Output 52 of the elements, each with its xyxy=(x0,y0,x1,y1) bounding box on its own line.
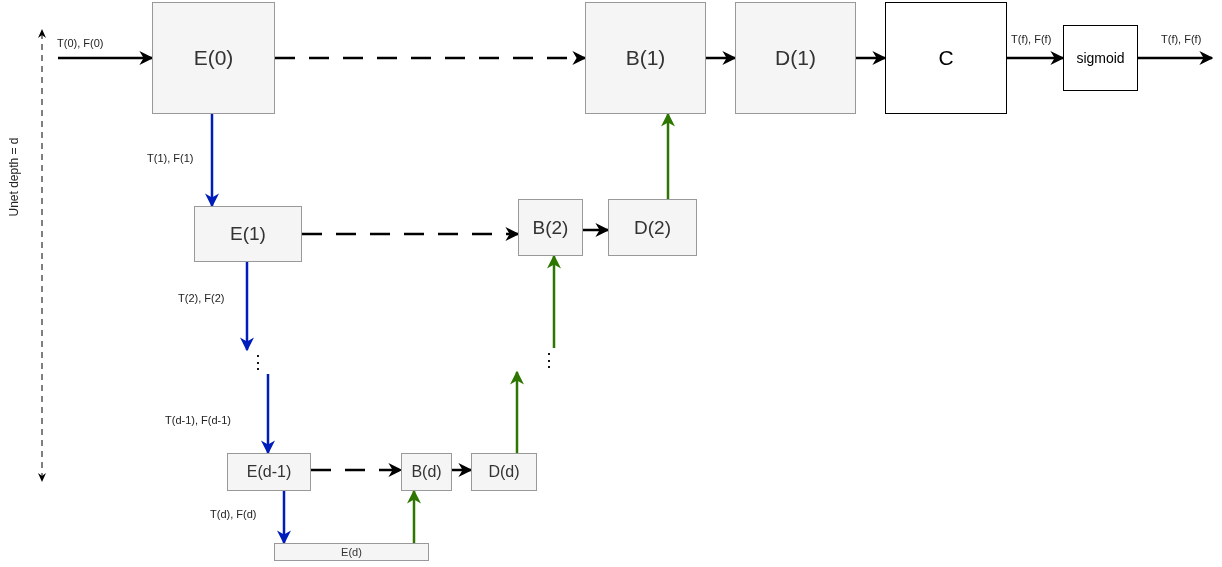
process-box xyxy=(471,453,537,491)
box-label: C xyxy=(938,46,954,70)
arrow xyxy=(58,51,154,65)
box-label: D(2) xyxy=(634,216,671,239)
box-label: E(1) xyxy=(230,223,266,245)
arrow xyxy=(1138,51,1214,65)
continuation-dots: ⋮ xyxy=(244,350,272,374)
edge-label: T(d-1), F(d-1) xyxy=(164,414,232,427)
arrow xyxy=(302,227,520,241)
arrow xyxy=(277,491,291,545)
edge-label: T(d), F(d) xyxy=(209,508,258,521)
arrow xyxy=(1007,51,1065,65)
box-label: E(d-1) xyxy=(246,463,292,481)
box-label: D(1) xyxy=(775,46,816,70)
edge-label: T(f), F(f) xyxy=(1160,33,1203,46)
box-label: B(1) xyxy=(625,46,666,70)
process-box xyxy=(735,2,856,114)
arrow xyxy=(311,463,403,477)
arrow xyxy=(583,223,610,237)
arrow xyxy=(547,254,561,348)
axis-label: Unet depth = d xyxy=(6,137,21,217)
process-box xyxy=(227,453,311,491)
process-box xyxy=(401,453,452,491)
box-label: B(2) xyxy=(532,216,569,239)
arrow xyxy=(510,370,524,453)
process-box xyxy=(1063,25,1138,91)
edge-label: T(2), F(2) xyxy=(177,292,226,305)
continuation-dots: ⋮ xyxy=(512,348,558,372)
arrow xyxy=(661,112,675,199)
process-box xyxy=(885,2,1007,114)
edge-label: T(0), F(0) xyxy=(56,37,105,50)
process-box xyxy=(194,206,302,262)
process-box xyxy=(152,2,275,114)
process-box xyxy=(608,199,697,256)
box-label: sigmoid xyxy=(1076,50,1125,66)
arrow xyxy=(205,114,219,208)
box-label: D(d) xyxy=(488,463,520,481)
arrow xyxy=(261,374,275,455)
arrow xyxy=(452,463,473,477)
process-box xyxy=(274,543,429,561)
box-label: E(0) xyxy=(193,46,234,70)
process-box xyxy=(518,199,583,256)
arrow xyxy=(240,262,254,352)
arrow xyxy=(275,51,587,65)
box-label: B(d) xyxy=(411,463,442,481)
arrow xyxy=(856,51,887,65)
process-box xyxy=(585,2,706,114)
edge-label: T(f), F(f) xyxy=(1010,33,1053,46)
edge-label: T(1), F(1) xyxy=(146,152,195,165)
arrow xyxy=(407,489,421,543)
box-label: E(d) xyxy=(341,546,362,558)
arrow xyxy=(706,51,737,65)
